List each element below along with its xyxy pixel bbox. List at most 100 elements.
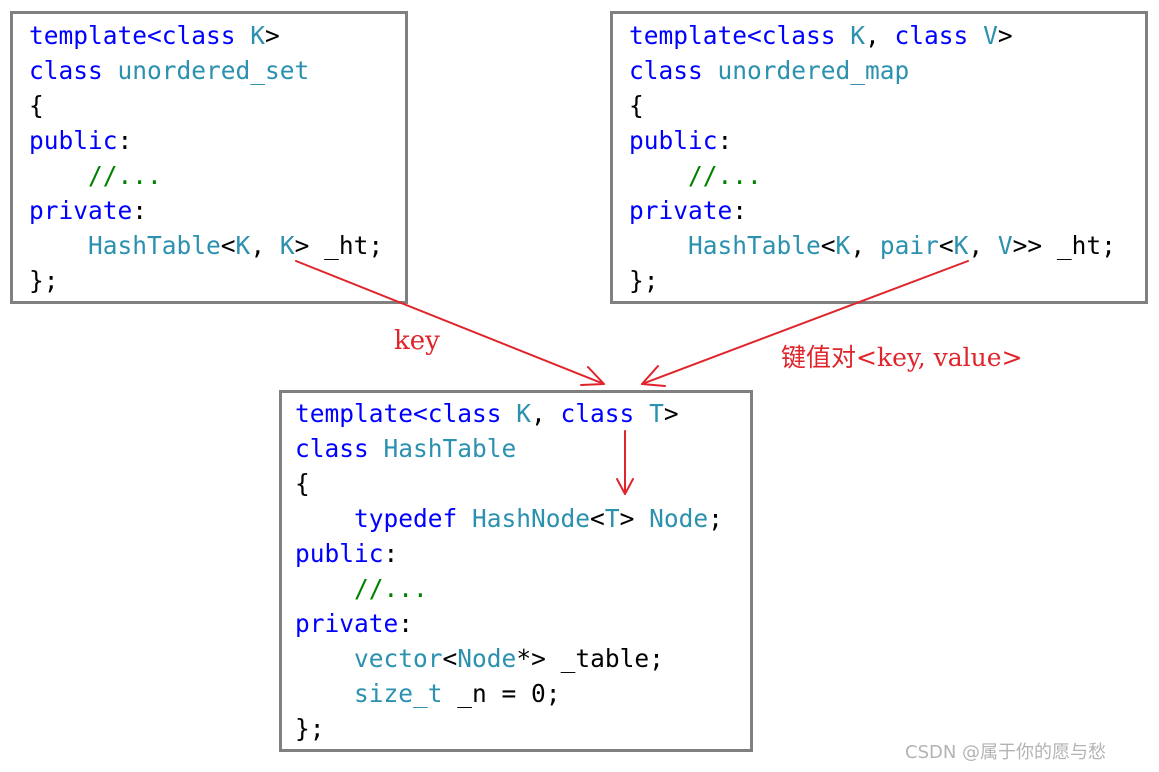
code-line: public: — [29, 123, 132, 158]
code-token: unordered_map — [717, 56, 910, 85]
code-token: private — [29, 196, 133, 225]
pair-arrow — [641, 260, 969, 387]
code-line: }; — [629, 263, 659, 298]
code-token: template<class — [29, 21, 251, 50]
code-token: _n = 0; — [442, 679, 561, 708]
code-line: //... — [295, 571, 428, 606]
code-token: Node — [457, 644, 517, 673]
code-token: //... — [354, 574, 428, 603]
code-line: { — [295, 466, 310, 501]
code-token: : — [717, 126, 733, 155]
code-token: : — [383, 539, 399, 568]
code-line: template<class K, class V> — [629, 18, 1013, 53]
code-token: , — [850, 231, 880, 260]
code-token: V — [983, 21, 998, 50]
code-line: class unordered_map — [629, 53, 909, 88]
code-token: typedef — [354, 504, 473, 533]
code-line: }; — [295, 711, 325, 746]
code-token: > — [265, 21, 280, 50]
code-token: , — [531, 399, 561, 428]
code-token: size_t — [354, 679, 443, 708]
code-token: private — [629, 196, 733, 225]
code-token: *> _table; — [516, 644, 664, 673]
key-arrow — [295, 260, 605, 386]
code-token: Node — [649, 504, 709, 533]
code-token: < — [590, 504, 605, 533]
code-token: K — [953, 231, 969, 260]
code-token: }; — [295, 714, 325, 743]
code-token: unordered_set — [117, 56, 310, 85]
code-token: HashTable — [88, 231, 221, 260]
code-line: HashTable<K, K> _ht; — [29, 228, 383, 263]
code-token: > — [663, 399, 679, 428]
code-token: > — [619, 504, 650, 533]
code-token: < — [220, 231, 236, 260]
code-token: K — [835, 231, 851, 260]
code-token: { — [295, 469, 310, 498]
code-token: K — [516, 399, 532, 428]
code-token: pair — [879, 231, 939, 260]
code-token: K — [850, 21, 866, 50]
key-label: key — [394, 326, 440, 356]
code-line: { — [29, 88, 44, 123]
hashtable-code-box: template<class K, class T>class HashTabl… — [279, 390, 753, 752]
watermark: CSDN @属于你的愿与愁 — [905, 742, 1107, 763]
code-token: }; — [29, 266, 59, 295]
code-token: class — [295, 434, 384, 463]
code-token: class — [629, 56, 718, 85]
code-token: HashNode — [472, 504, 591, 533]
code-token: , — [865, 21, 895, 50]
code-token: >> _ht; — [1012, 231, 1116, 260]
code-token: : — [732, 196, 748, 225]
code-line: private: — [29, 193, 147, 228]
code-token: { — [29, 91, 44, 120]
key-value-pair-label: 键值对<key, value> — [781, 343, 1023, 372]
code-token: HashTable — [688, 231, 821, 260]
code-token: : — [398, 609, 414, 638]
code-token: public — [295, 539, 384, 568]
code-token: T — [649, 399, 664, 428]
code-line: vector<Node*> _table; — [295, 641, 664, 676]
code-token: , — [250, 231, 280, 260]
code-token: { — [629, 91, 644, 120]
code-token: : — [132, 196, 148, 225]
code-line: HashTable<K, pair<K, V>> _ht; — [629, 228, 1116, 263]
code-token: , — [968, 231, 998, 260]
code-token: private — [295, 609, 399, 638]
code-line: class unordered_set — [29, 53, 309, 88]
code-token: ; — [708, 504, 723, 533]
code-token: > _ht; — [294, 231, 384, 260]
code-line: public: — [629, 123, 732, 158]
code-line: public: — [295, 536, 398, 571]
code-token: vector — [354, 644, 443, 673]
code-line: size_t _n = 0; — [295, 676, 561, 711]
code-token: HashTable — [383, 434, 517, 463]
code-line: { — [629, 88, 644, 123]
code-line: }; — [29, 263, 59, 298]
code-token: }; — [629, 266, 659, 295]
code-token: K — [279, 231, 295, 260]
t-to-node-arrow — [616, 430, 634, 495]
code-line: private: — [295, 606, 413, 641]
code-token: K — [250, 21, 266, 50]
code-token: public — [629, 126, 718, 155]
code-token: class — [560, 399, 650, 428]
code-token: template<class — [629, 21, 851, 50]
unordered-set-code-box: template<class K>class unordered_set{pub… — [10, 11, 408, 304]
code-token: : — [117, 126, 133, 155]
code-token: template<class — [295, 399, 517, 428]
code-token: public — [29, 126, 118, 155]
code-token: //... — [88, 161, 162, 190]
code-line: private: — [629, 193, 747, 228]
code-token: class — [29, 56, 118, 85]
code-token: K — [235, 231, 251, 260]
code-token: < — [442, 644, 458, 673]
unordered-map-code-box: template<class K, class V>class unordere… — [610, 11, 1148, 304]
code-line: //... — [29, 158, 162, 193]
code-token: T — [604, 504, 620, 533]
code-line: typedef HashNode<T> Node; — [295, 501, 723, 536]
code-line: class HashTable — [295, 431, 516, 466]
code-token: class — [894, 21, 984, 50]
code-line: template<class K, class T> — [295, 396, 679, 431]
